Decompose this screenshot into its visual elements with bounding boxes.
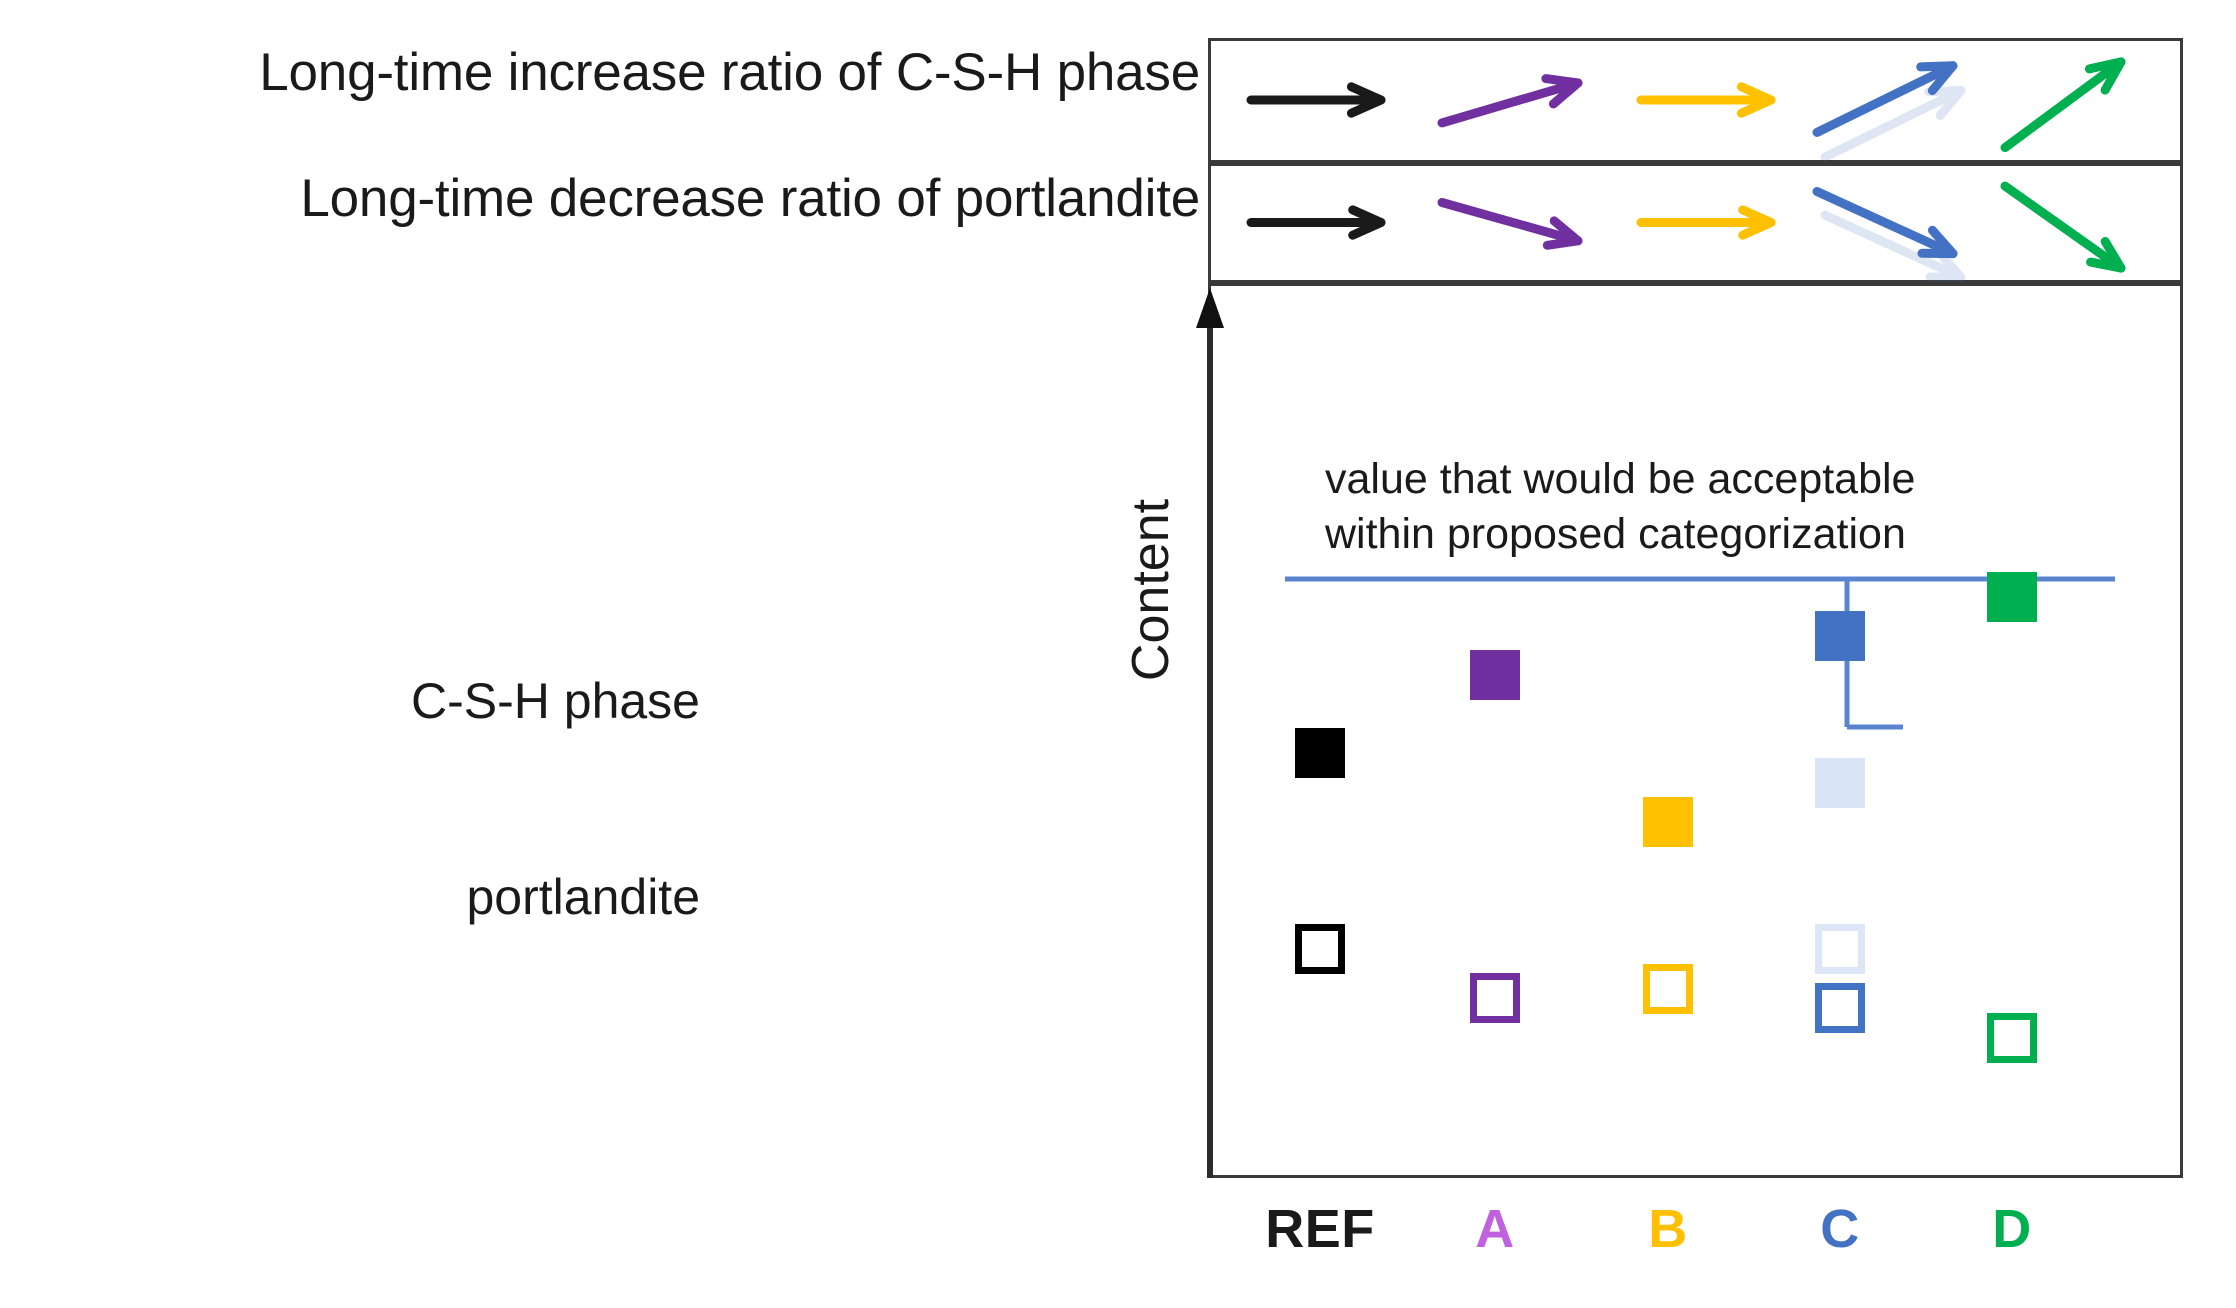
- marker-ghost-c-portlandite: [1815, 924, 1865, 975]
- arrow-b-flat-icon: [1611, 41, 1806, 160]
- marker-ref-csh: [1295, 728, 1345, 779]
- marker-a-portlandite: [1470, 973, 1520, 1024]
- arrow-d-steep-down-icon: [1971, 166, 2166, 280]
- x-axis-label-d: D: [1992, 1199, 2032, 1259]
- arrow-b-flat-icon: [1611, 166, 1806, 280]
- x-axis-label-ref: REF: [1265, 1199, 1375, 1259]
- arrow-d-steep-up-icon: [1971, 41, 2166, 160]
- series-label-csh-phase: C-S-H phase: [411, 673, 700, 729]
- marker-b-csh: [1643, 797, 1693, 847]
- marker-c-portlandite: [1815, 983, 1865, 1034]
- marker-c-csh: [1815, 610, 1865, 661]
- arrow-a-slight-down-icon: [1416, 166, 1611, 280]
- x-axis-label-a: A: [1475, 1199, 1515, 1259]
- x-axis-label-b: B: [1648, 1199, 1688, 1259]
- annotation-line-2: within proposed categorization: [1325, 510, 1906, 559]
- series-label-portlandite: portlandite: [466, 869, 701, 925]
- marker-d-csh: [1987, 571, 2037, 622]
- arrow-row-csh: [1208, 38, 2183, 163]
- arrow-ref-flat-icon: [1221, 41, 1416, 160]
- x-axis-label-c: C: [1820, 1199, 1860, 1259]
- arrow-row-portlandite: [1208, 163, 2183, 283]
- arrow-ref-flat-icon: [1221, 166, 1416, 280]
- arrow-a-slight-up-icon: [1416, 41, 1611, 160]
- marker-d-portlandite: [1987, 1012, 2037, 1063]
- header-row-label-portlandite: Long-time decrease ratio of portlandite: [300, 169, 1200, 228]
- marker-a-csh: [1470, 650, 1520, 700]
- marker-b-portlandite: [1643, 963, 1693, 1014]
- y-axis-label: Content: [1122, 498, 1181, 682]
- annotation-line-1: value that would be acceptable: [1325, 455, 1916, 503]
- acceptable-value-annotation: value that would be acceptable within pr…: [1325, 452, 2085, 562]
- arrow-c-up-icon: [1791, 41, 1986, 162]
- y-axis-arrow: [1195, 288, 1225, 1178]
- marker-ghost-c-csh: [1815, 757, 1865, 808]
- marker-ref-portlandite: [1295, 924, 1345, 975]
- chart-plot-area: [1208, 283, 2183, 1178]
- arrow-c-down-icon: [1791, 166, 1986, 282]
- header-row-label-csh: Long-time increase ratio of C-S-H phase: [259, 43, 1200, 102]
